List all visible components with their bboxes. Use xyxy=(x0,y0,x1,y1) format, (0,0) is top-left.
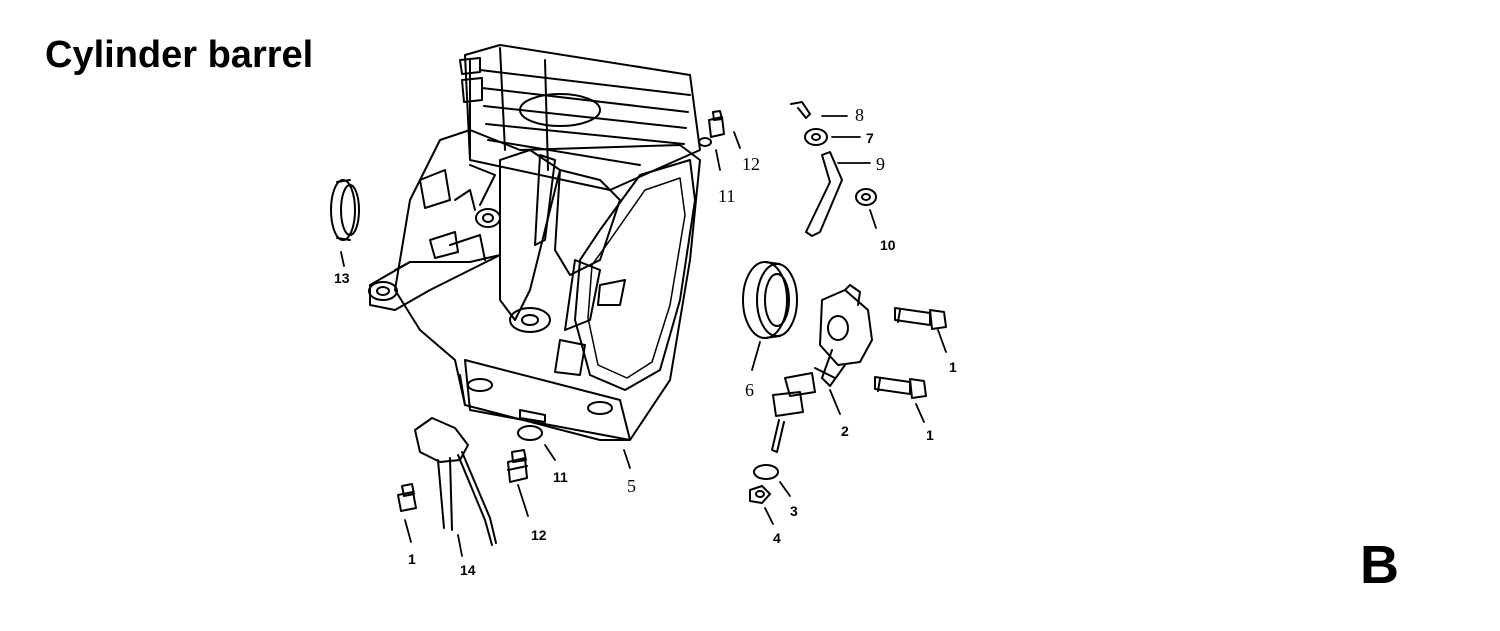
washer-part-7 xyxy=(804,128,828,146)
nut-part-4 xyxy=(749,485,771,504)
callout-leader-lines xyxy=(340,115,947,557)
callout-14: 14 xyxy=(460,562,476,578)
callout-10: 10 xyxy=(880,237,896,253)
callout-8: 8 xyxy=(855,105,864,125)
callout-3: 3 xyxy=(790,503,798,519)
callout-7: 7 xyxy=(866,130,874,146)
callout-13: 13 xyxy=(334,270,350,286)
callout-1-c: 1 xyxy=(408,551,416,567)
oil-sensor-part-14 xyxy=(414,417,497,546)
callout-1-b: 1 xyxy=(926,427,934,443)
callout-11-bottom: 11 xyxy=(553,469,568,485)
o-ring-part-3 xyxy=(753,464,779,480)
clip-part-8 xyxy=(790,101,811,119)
bolt-part-1-a xyxy=(894,307,947,330)
callout-12-top: 12 xyxy=(742,154,760,174)
governor-rod-part-9 xyxy=(805,151,843,237)
page-title: Cylinder barrel xyxy=(45,34,314,76)
callout-5: 5 xyxy=(627,476,636,496)
callout-1-a: 1 xyxy=(949,359,957,375)
washer-part-11-top xyxy=(698,137,712,147)
callout-4: 4 xyxy=(773,530,781,546)
washer-part-11-bottom xyxy=(517,425,543,441)
bolt-part-1-c xyxy=(397,483,417,512)
drain-plug-part-12-bottom xyxy=(507,449,528,483)
oil-seal-part-13 xyxy=(330,179,360,241)
washer-part-10 xyxy=(855,188,877,206)
callout-12-bottom: 12 xyxy=(531,527,547,543)
callout-2: 2 xyxy=(841,423,849,439)
callout-6: 6 xyxy=(745,380,754,400)
drain-plug-part-12-top xyxy=(708,110,725,138)
bolt-part-1-b xyxy=(874,376,927,399)
oil-seal-part-6 xyxy=(742,261,798,339)
cylinder-barrel-part xyxy=(368,44,701,441)
callout-11-top: 11 xyxy=(718,186,735,206)
callout-labels: 13 12 11 8 7 9 10 6 1 1 2 3 4 5 11 12 1 … xyxy=(334,105,957,578)
section-letter: B xyxy=(1360,535,1399,595)
governor-assembly-part-2 xyxy=(771,284,873,453)
callout-9: 9 xyxy=(876,154,885,174)
